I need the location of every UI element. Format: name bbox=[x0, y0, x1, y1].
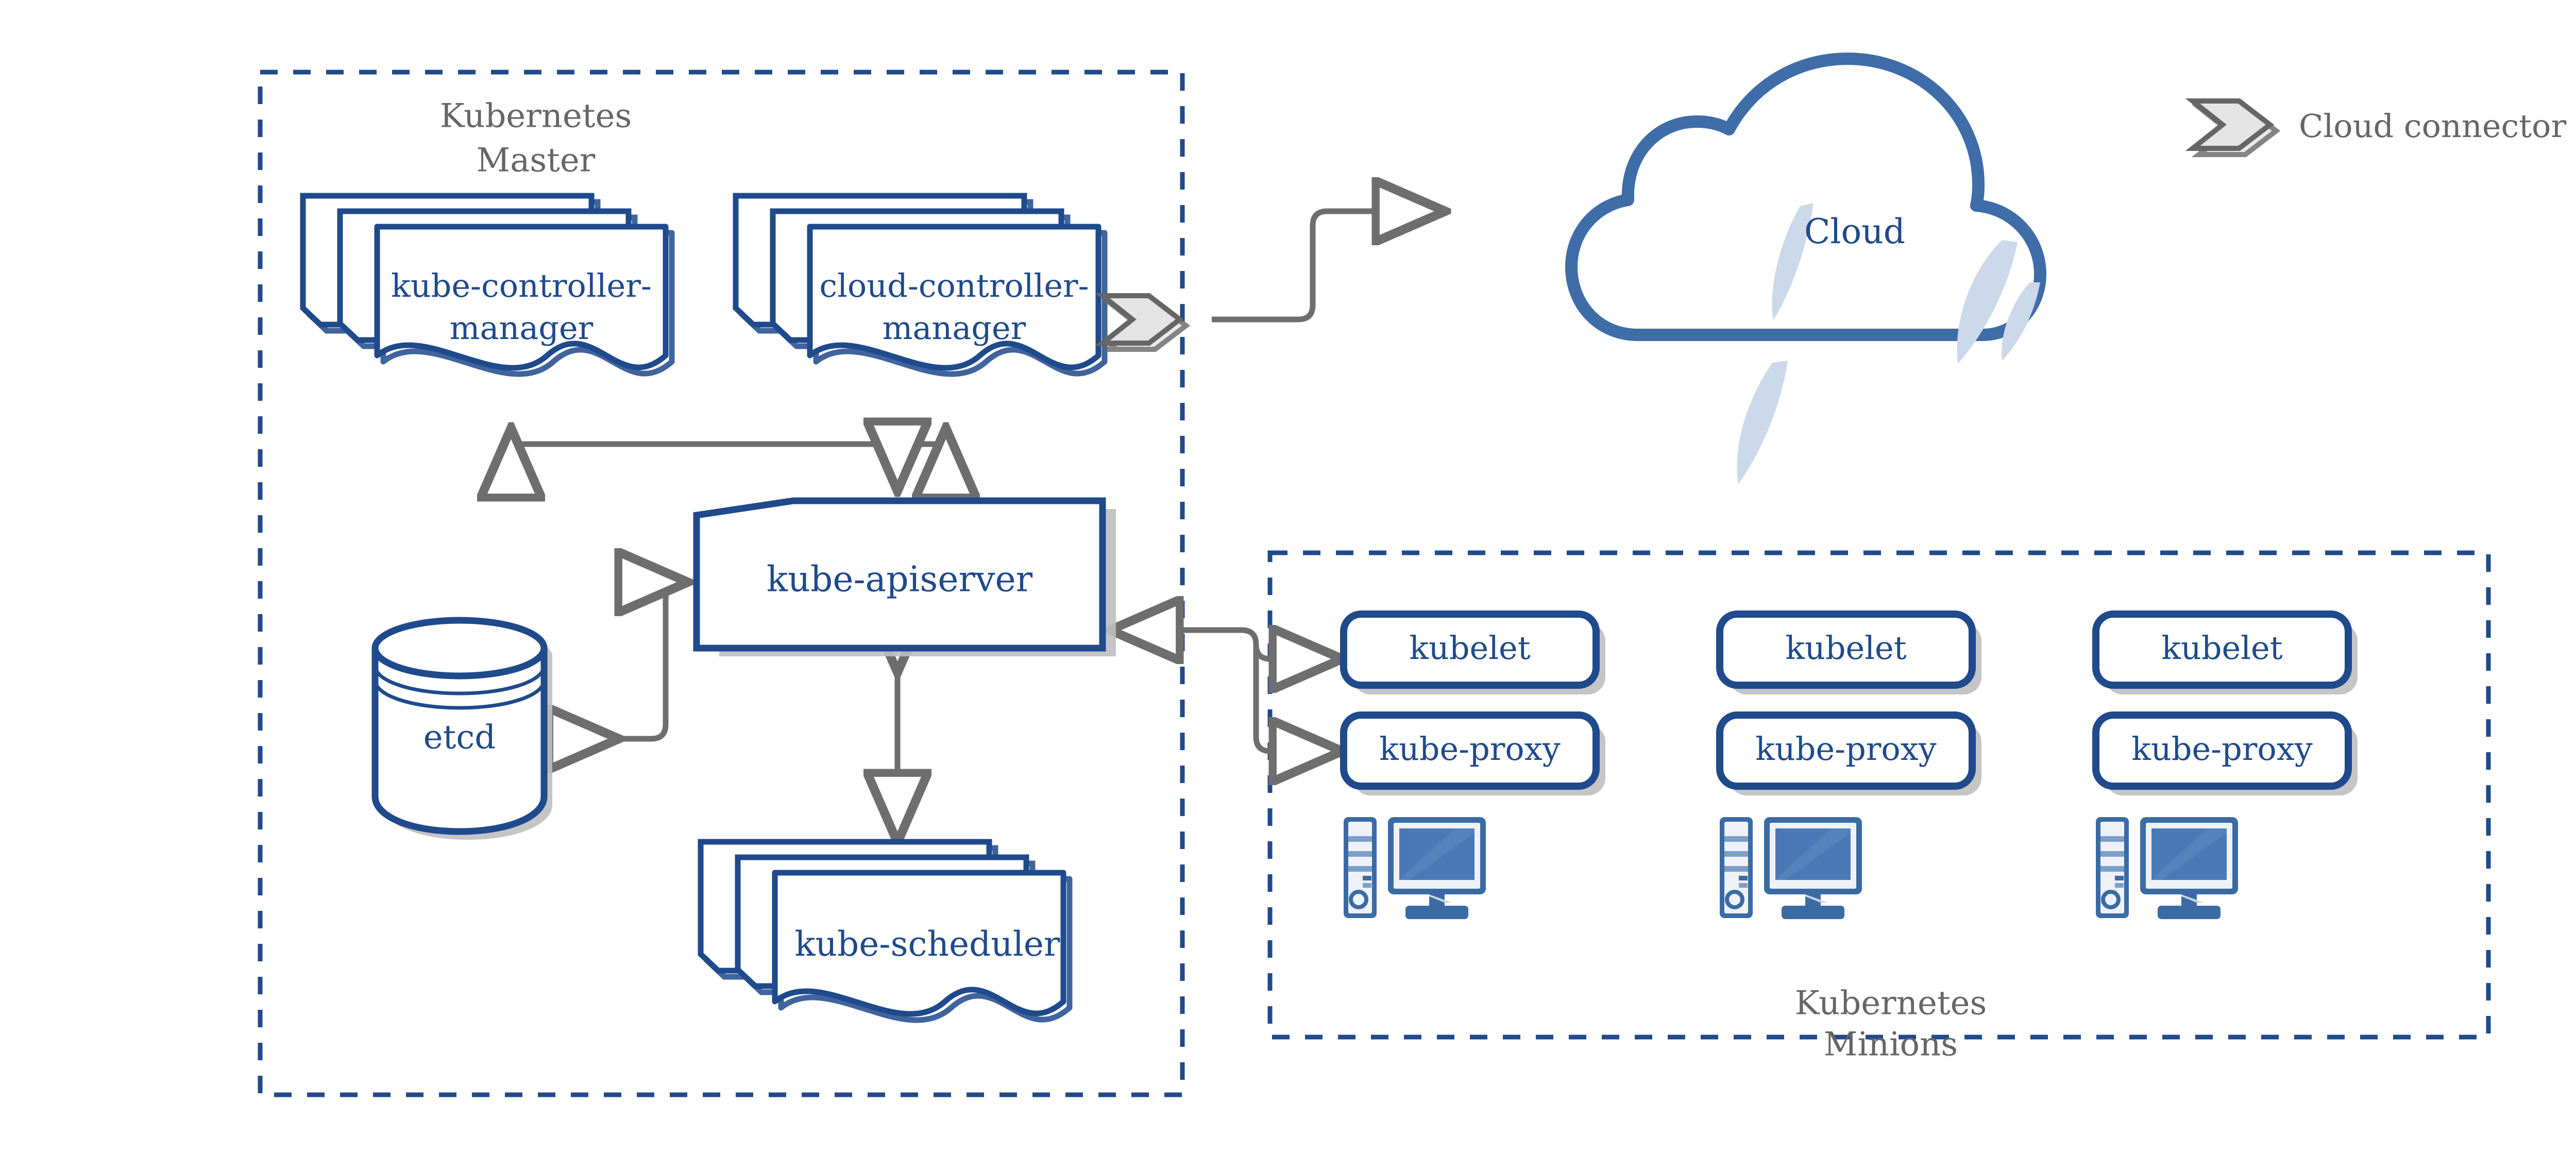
minion-3-kube-proxy[interactable]: kube-proxy bbox=[2092, 711, 2358, 795]
minion-3-kubelet-shape bbox=[2092, 611, 2352, 689]
minion-2-kube-proxy[interactable]: kube-proxy bbox=[1716, 711, 1981, 795]
connector-cloud-connector-to-cloud bbox=[1212, 211, 1443, 323]
etcd-ring-2 bbox=[373, 680, 546, 710]
cloud-controller-manager-label-line2: manager bbox=[883, 309, 1026, 347]
connector-etcd-apiserver bbox=[616, 582, 685, 739]
minion-2-kubelet-shape bbox=[1716, 611, 1976, 689]
minion-1-kube-proxy[interactable]: kube-proxy bbox=[1340, 711, 1605, 795]
node-kube-apiserver[interactable]: kube-apiserver bbox=[693, 497, 1116, 656]
minion-2-kubelet[interactable]: kubelet bbox=[1716, 611, 1981, 694]
kube-controller-manager-label-line1: kube-controller- bbox=[391, 267, 652, 304]
connector-layer bbox=[511, 211, 1443, 840]
node-cloud-controller-manager[interactable]: cloud-controller- manager bbox=[736, 196, 1105, 374]
minions-dashed-border bbox=[1267, 550, 2491, 1040]
cloud-accents bbox=[1737, 203, 2040, 484]
node-kube-controller-manager[interactable]: kube-controller- manager bbox=[303, 196, 672, 374]
connector-apiserver-to-cloud-controller-manager bbox=[894, 431, 946, 464]
minion-1-kube-proxy-label: kube-proxy bbox=[1379, 730, 1560, 768]
etcd-ring-1 bbox=[373, 665, 546, 696]
cloud-label: Cloud bbox=[1804, 212, 1905, 251]
group-kubernetes-minions: Kubernetes Minions bbox=[1267, 550, 2491, 1064]
etcd-body bbox=[371, 648, 548, 835]
node-etcd[interactable]: etcd bbox=[371, 617, 552, 840]
minion-1-computer-icon bbox=[1344, 817, 1486, 919]
connector-branch-to-kubelet bbox=[1103, 630, 1340, 659]
minion-1-kube-proxy-shape bbox=[1340, 711, 1600, 790]
master-dashed-border bbox=[258, 70, 1185, 1097]
minion-3-kubelet-label: kubelet bbox=[2161, 629, 2282, 667]
kube-scheduler-label: kube-scheduler bbox=[795, 924, 1060, 964]
minion-2-kubelet-label: kubelet bbox=[1785, 629, 1906, 667]
connector-branch-to-kube-proxy bbox=[1253, 645, 1340, 751]
minion-node-1: kubelet kube-proxy bbox=[1340, 611, 1605, 919]
minion-1-kubelet-shape bbox=[1340, 611, 1600, 689]
cloud-controller-manager-label-line1: cloud-controller- bbox=[819, 267, 1089, 304]
master-title-line1: Kubernetes bbox=[440, 97, 632, 135]
connector-apiserver-to-kube-controller-manager bbox=[511, 431, 901, 464]
minion-2-kube-proxy-label: kube-proxy bbox=[1755, 730, 1936, 768]
group-kubernetes-master: Kubernetes Master bbox=[258, 70, 1185, 1097]
kube-apiserver-label: kube-apiserver bbox=[767, 559, 1033, 600]
minion-2-kube-proxy-shape bbox=[1716, 711, 1976, 790]
cloud-outline bbox=[1565, 53, 2046, 341]
minion-node-3: kubelet kube-proxy bbox=[2092, 611, 2358, 919]
minions-title-line1: Kubernetes bbox=[1795, 985, 1987, 1023]
kube-controller-manager-label-line2: manager bbox=[450, 309, 594, 347]
minion-3-kubelet[interactable]: kubelet bbox=[2092, 611, 2358, 694]
minion-2-computer-icon bbox=[1720, 817, 1862, 919]
node-kube-scheduler[interactable]: kube-scheduler bbox=[701, 842, 1070, 1020]
master-title-line2: Master bbox=[477, 142, 596, 180]
etcd-top-ellipse bbox=[371, 617, 548, 680]
minion-3-kube-proxy-shape bbox=[2092, 711, 2352, 790]
legend-label: Cloud connector bbox=[2299, 107, 2566, 145]
legend-cloud-connector-icon bbox=[2193, 101, 2276, 155]
cloud-connector-icon[interactable] bbox=[1103, 296, 1186, 349]
minions-title-line2: Minions bbox=[1824, 1026, 1958, 1064]
node-cloud[interactable]: Cloud bbox=[1565, 53, 2046, 486]
legend: Cloud connector bbox=[2193, 101, 2566, 155]
minion-3-computer-icon bbox=[2096, 817, 2238, 919]
kube-apiserver-shape bbox=[693, 497, 1106, 652]
minion-1-kubelet-label: kubelet bbox=[1409, 629, 1530, 667]
minion-1-kubelet[interactable]: kubelet bbox=[1340, 611, 1605, 694]
etcd-label: etcd bbox=[423, 719, 496, 757]
minion-3-kube-proxy-label: kube-proxy bbox=[2131, 730, 2312, 768]
minion-node-2: kubelet kube-proxy bbox=[1716, 611, 1981, 919]
